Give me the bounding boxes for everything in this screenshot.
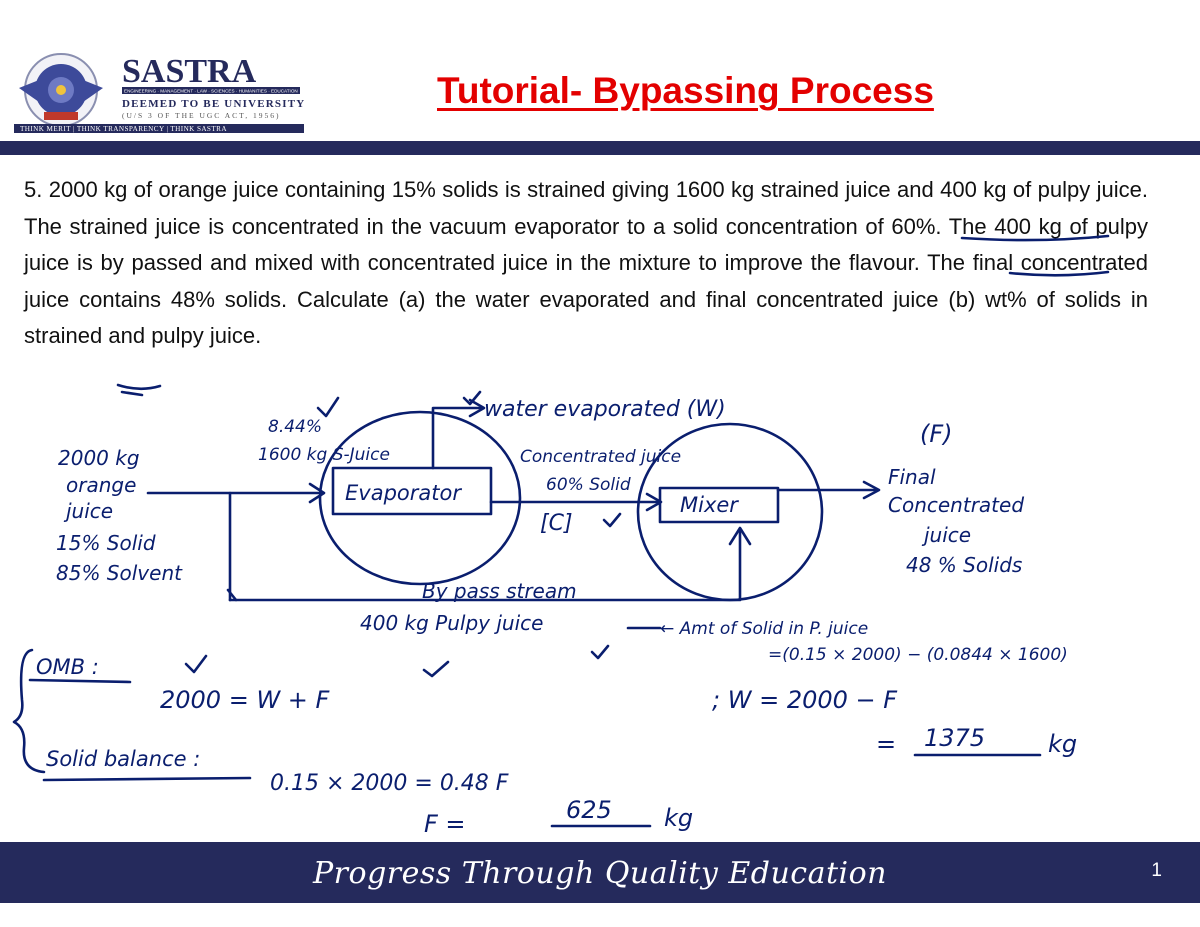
logo-act: (U/S 3 OF THE UGC ACT, 1956) <box>122 111 280 120</box>
hw-bypass-1: By pass stream <box>422 579 577 603</box>
logo-deemed: DEEMED TO BE UNIVERSITY <box>122 98 304 110</box>
slide-title: Tutorial- Bypassing Process <box>437 70 934 111</box>
hw-strained-2: 1600 kg S-Juice <box>258 445 390 465</box>
header-bar <box>0 141 1200 155</box>
hw-feed-3: juice <box>63 499 113 523</box>
hw-final-3: juice <box>921 523 971 547</box>
hw-concentrated-1: Concentrated juice <box>520 447 681 467</box>
hw-eq-w2: = <box>876 730 896 758</box>
sastra-logo: SASTRA ENGINEERING · MANAGEMENT · LAW · … <box>14 53 304 133</box>
hw-final-1: Final <box>888 465 936 489</box>
hw-feed-1: 2000 kg <box>58 446 140 470</box>
hw-bypass-2: 400 kg Pulpy juice <box>360 611 543 635</box>
underline-solids <box>116 383 162 391</box>
hw-pulpy-calc-2: =(0.15 × 2000) − (0.0844 × 1600) <box>768 645 1068 665</box>
hw-kg-2: kg <box>664 804 693 832</box>
hw-feed-5: 85% Solvent <box>56 561 183 585</box>
hw-eq-solid: 0.15 × 2000 = 0.48 F <box>270 771 509 796</box>
hw-feed-4: 15% Solid <box>56 531 156 555</box>
hw-concentrated-2: 60% Solid <box>546 475 631 495</box>
hw-w-value: 1375 <box>924 724 985 752</box>
hw-omb: OMB : <box>36 655 99 679</box>
footer-bar: Progress Through Quality Education 1 <box>0 842 1200 903</box>
hw-eq1: 2000 = W + F <box>160 686 331 714</box>
hw-eq-f: F = <box>424 810 466 838</box>
hw-c-label: [C] <box>540 511 573 536</box>
logo-name: SASTRA <box>122 53 257 90</box>
hw-mixer: Mixer <box>680 493 739 517</box>
underline-mixed <box>1008 270 1110 277</box>
hw-eq-w: ; W = 2000 − F <box>712 686 898 714</box>
evaporator-box <box>331 466 493 516</box>
hw-f-label: (F) <box>920 420 953 448</box>
bypass-line <box>228 528 742 602</box>
problem-statement: 5. 2000 kg of orange juice containing 15… <box>24 177 1148 348</box>
underline-evaporator <box>960 234 1110 242</box>
hw-kg-1: kg <box>1048 730 1077 758</box>
hw-pulpy-calc-1: ← Amt of Solid in P. juice <box>660 619 868 639</box>
left-brace <box>12 648 46 774</box>
mixer-box <box>658 486 780 524</box>
hw-f-value: 625 <box>566 796 612 824</box>
hw-feed-2: orange <box>66 473 136 497</box>
hw-strained-1: 8.44% <box>268 417 322 437</box>
hw-water: water evaporated (W) <box>484 397 726 422</box>
underline-solids-2 <box>120 390 144 397</box>
hw-solid-balance: Solid balance : <box>46 747 200 771</box>
logo-motto: THINK MERIT | THINK TRANSPARENCY | THINK… <box>20 125 227 133</box>
sastra-emblem <box>19 53 103 127</box>
page-number: 1 <box>1151 860 1162 881</box>
hw-final-2: Concentrated <box>888 493 1024 517</box>
hw-final-4: 48 % Solids <box>906 553 1022 577</box>
footer-tagline: Progress Through Quality Education <box>312 856 887 891</box>
logo-disciplines: ENGINEERING · MANAGEMENT · LAW · SCIENCE… <box>124 89 298 94</box>
water-line <box>431 406 484 470</box>
evaporator-circle <box>318 410 522 586</box>
hw-evaporator: Evaporator <box>345 481 462 505</box>
